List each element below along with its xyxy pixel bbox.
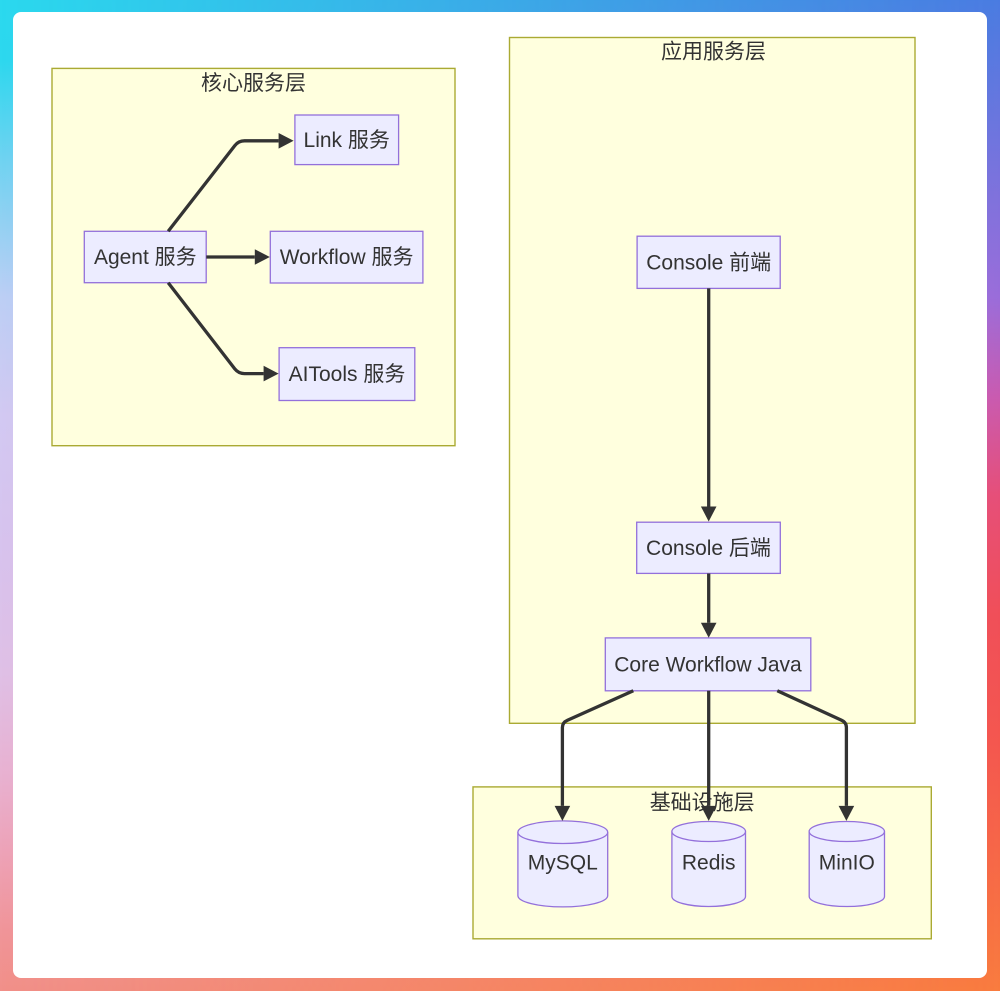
svg-text:Core Workflow Java: Core Workflow Java <box>614 653 802 676</box>
svg-text:Link 服务: Link 服务 <box>304 129 390 152</box>
svg-text:核心服务层: 核心服务层 <box>201 72 306 95</box>
svg-text:Console 前端: Console 前端 <box>646 251 771 274</box>
svg-text:Console 后端: Console 后端 <box>646 537 771 560</box>
svg-text:MySQL: MySQL <box>528 852 598 875</box>
svg-text:应用服务层: 应用服务层 <box>661 41 766 64</box>
svg-text:Agent 服务: Agent 服务 <box>94 246 197 269</box>
svg-text:MinIO: MinIO <box>819 852 875 875</box>
svg-text:AITools 服务: AITools 服务 <box>289 363 406 386</box>
svg-text:Redis: Redis <box>682 852 736 875</box>
svg-text:Workflow 服务: Workflow 服务 <box>280 246 414 269</box>
svg-text:基础设施层: 基础设施层 <box>650 792 755 815</box>
